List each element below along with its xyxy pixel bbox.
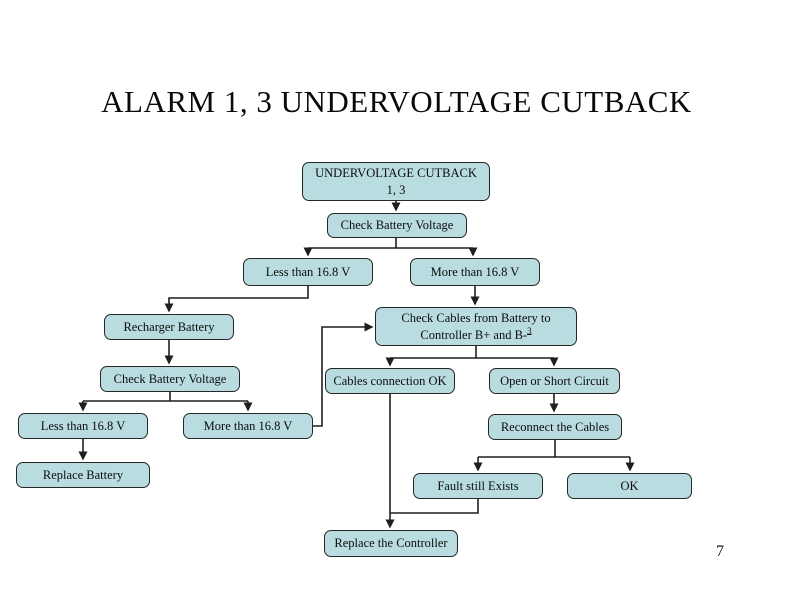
node-label: Open or Short Circuit [500,373,609,388]
node-cables-connection-ok: Cables connection OK [325,368,455,394]
node-more-than-168-top: More than 16.8 V [410,258,540,286]
node-label: Less than 16.8 V [40,418,126,433]
node-less-than-168-bottom: Less than 16.8 V [18,413,148,439]
node-label: Recharger Battery [123,319,215,334]
node-more-than-168-bottom: More than 16.8 V [183,413,313,439]
node-fault-still-exists: Fault still Exists [413,473,543,499]
node-label: Fault still Exists [437,478,519,493]
node-replace-battery: Replace Battery [16,462,150,488]
node-undervoltage-cutback: UNDERVOLTAGE CUTBACK 1, 3 [302,162,490,201]
node-label: 1, 3 [386,182,406,197]
node-label: Check Battery Voltage [113,371,227,386]
node-check-cables: Check Cables from Battery to Controller … [375,307,577,346]
node-less-than-168-top: Less than 16.8 V [243,258,373,286]
node-label: More than 16.8 V [430,264,520,279]
node-label: Check Cables from Battery to [401,311,551,326]
node-label: Cables connection OK [333,373,447,388]
node-label: UNDERVOLTAGE CUTBACK [315,166,477,181]
node-reconnect-the-cables: Reconnect the Cables [488,414,622,440]
node-label: Controller B+ and B-3 [420,325,532,342]
node-recharger-battery: Recharger Battery [104,314,234,340]
node-label: Check Battery Voltage [340,218,454,233]
node-check-battery-voltage-2: Check Battery Voltage [100,366,240,392]
node-label: More than 16.8 V [203,418,293,433]
footnote-ref: 3 [527,325,532,336]
node-label: Reconnect the Cables [500,419,610,434]
node-replace-the-controller: Replace the Controller [324,530,458,557]
node-label: Replace Battery [42,467,124,482]
page-number: 7 [716,543,724,560]
node-check-battery-voltage-1: Check Battery Voltage [327,213,467,238]
node-label: OK [620,478,639,493]
page-title: ALARM 1, 3 UNDERVOLTAGE CUTBACK [101,84,692,119]
node-label: Less than 16.8 V [265,264,351,279]
node-ok: OK [567,473,692,499]
node-open-or-short-circuit: Open or Short Circuit [489,368,620,394]
node-label: Replace the Controller [334,536,448,551]
